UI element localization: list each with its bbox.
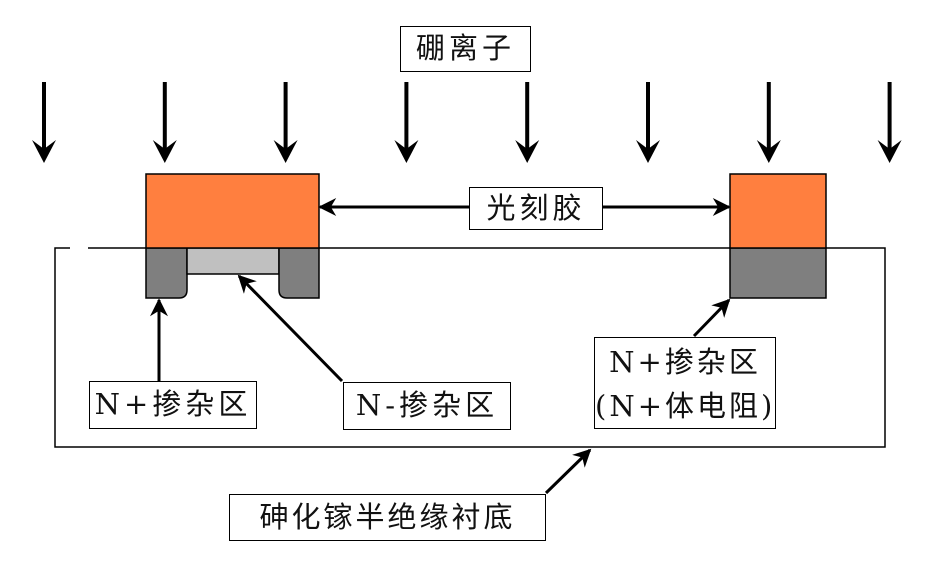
n-minus-label: N-掺杂区 [343, 382, 511, 430]
n-plus-right-text-line1: N+掺杂区 [609, 345, 761, 379]
right-device [729, 173, 827, 299]
arrow-down-icon [877, 140, 902, 163]
arrow-down-icon [394, 140, 419, 163]
boron-ion-arrow [515, 82, 540, 163]
arrow-down-icon [152, 140, 177, 163]
photoresist-label: 光刻胶 [469, 187, 603, 230]
substrate-text: 砷化镓半绝缘衬底 [259, 500, 516, 534]
photoresist-text: 光刻胶 [486, 191, 586, 225]
n-plus-right-arrow [692, 298, 731, 338]
boron-ion-arrow [756, 82, 781, 163]
substrate-label: 砷化镓半绝缘衬底 [229, 494, 546, 541]
boron-ion-arrow [273, 82, 298, 163]
boron-ion-arrow [152, 82, 177, 163]
n-plus-region-left-b [278, 247, 320, 299]
left-device [145, 173, 320, 299]
boron-ion-arrow [877, 82, 902, 163]
n-plus-region-right [729, 247, 827, 299]
arrow-down-icon [515, 140, 540, 163]
arrow-down-icon [32, 140, 56, 163]
photoresist-right [729, 173, 827, 249]
n-minus-region [186, 247, 280, 275]
n-plus-left-label: N+掺杂区 [89, 381, 257, 429]
n-plus-left-text: N+掺杂区 [94, 387, 252, 421]
boron-ion-arrow [636, 82, 660, 163]
arrow-down-icon [273, 140, 298, 163]
n-plus-right-label: N+掺杂区 (N+体电阻) [594, 337, 776, 429]
boron-ion-arrow [32, 82, 56, 163]
boron-ions-label: 硼离子 [400, 26, 531, 72]
boron-ion-arrows [32, 82, 902, 163]
photoresist-left [145, 173, 320, 249]
n-minus-arrow [237, 274, 344, 383]
arrow-down-icon [636, 140, 660, 163]
boron-ion-arrow [394, 82, 419, 163]
n-plus-region-left-a [145, 247, 188, 299]
boron-ions-text: 硼离子 [415, 31, 515, 65]
n-minus-text: N-掺杂区 [355, 388, 499, 422]
arrow-down-icon [756, 140, 781, 163]
substrate-arrow [544, 448, 592, 495]
n-plus-right-text-line2: (N+体电阻) [595, 389, 776, 423]
